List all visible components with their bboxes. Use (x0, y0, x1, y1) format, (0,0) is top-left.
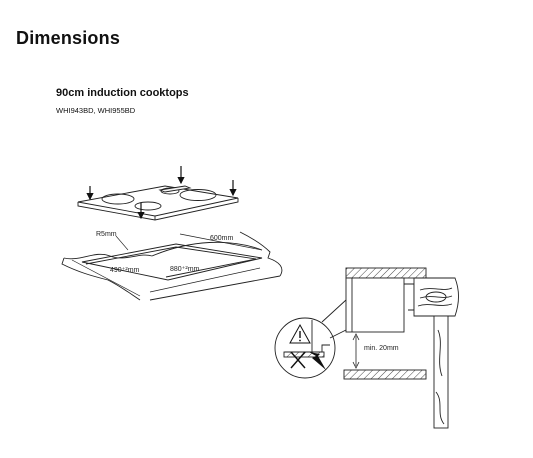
depth-label: 600mm (210, 235, 234, 242)
arrow-icons (86, 166, 237, 220)
cross-icon (290, 351, 306, 369)
radius-label: R5mm (96, 231, 117, 238)
model-numbers: WHI943BD, WHI955BD (56, 106, 136, 115)
warning-triangle-icon (289, 323, 311, 344)
section-heading: 90cm induction cooktops (56, 87, 189, 99)
warning-detail-circle (274, 299, 347, 379)
page-title: Dimensions (16, 28, 121, 48)
clearance-label: min. 20mm (364, 345, 399, 352)
pointer-arrow-icon (309, 352, 326, 370)
cutout-width-label: 880⁺²mm (170, 266, 200, 273)
benchtop-cutout-illustration (61, 231, 283, 301)
installation-section-view (343, 267, 459, 429)
cutout-depth-label: 490⁺²mm (110, 267, 140, 274)
cooktop-illustration (77, 185, 239, 221)
